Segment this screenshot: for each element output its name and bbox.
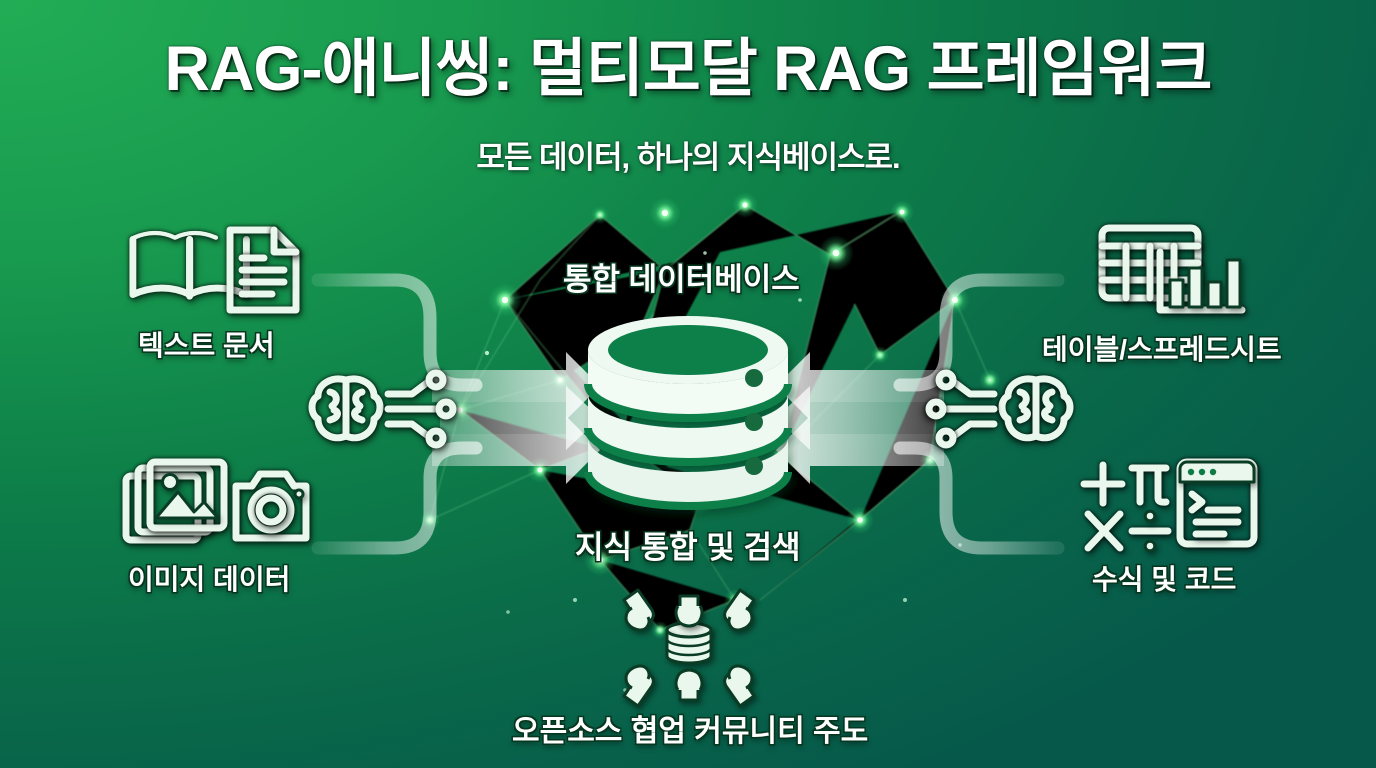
flow-arrow-right-2 <box>776 386 936 450</box>
flow-arrow-right-3 <box>776 416 944 484</box>
hand-bottom-right <box>723 664 756 708</box>
center-top-label: 통합 데이터베이스 <box>563 262 800 297</box>
processor-ai-left[interactable] <box>308 369 458 449</box>
connector-top-right <box>893 273 1065 392</box>
flow-arrows-right <box>776 352 944 484</box>
plus-icon <box>1080 461 1126 507</box>
db-status-dot <box>745 413 763 431</box>
pi-icon <box>1128 464 1170 506</box>
brain-circuit-icon <box>925 369 1074 449</box>
central-database[interactable] <box>578 310 798 530</box>
center-bottom-label: 지식 통합 및 검색 <box>575 530 801 565</box>
circuit-branches <box>384 369 457 449</box>
hand-bottom <box>674 668 704 702</box>
db-status-dot <box>745 369 763 387</box>
database-cylinder-icon <box>584 316 792 510</box>
brain-circuit-icon <box>308 369 457 449</box>
flow-arrow-left-2 <box>440 386 600 450</box>
multiply-icon <box>1084 510 1124 552</box>
hand-bottom-left <box>622 664 655 708</box>
footer-label: 오픈소스 협업 커뮤니티 주도 <box>512 715 869 748</box>
code-terminal-icon <box>1176 458 1258 548</box>
input-label-formulas-code: 수식 및 코드 <box>1092 564 1237 595</box>
input-label-text-documents: 텍스트 문서 <box>138 330 275 361</box>
document-lines-icon <box>226 226 300 314</box>
input-label-tables-spreadsheets: 테이블/스프레드시트 <box>1042 334 1282 365</box>
flow-arrow-right-1 <box>776 352 944 420</box>
spreadsheet-grid-icon <box>1098 224 1202 302</box>
page-subtitle: 모든 데이터, 하나의 지식베이스로. <box>476 140 900 175</box>
connector-top-left <box>311 273 483 392</box>
camera-icon <box>232 470 310 542</box>
processor-ai-right[interactable] <box>924 369 1074 449</box>
input-text-documents[interactable] <box>126 224 316 316</box>
divide-icon <box>1128 509 1172 553</box>
input-tables-spreadsheets[interactable] <box>1096 224 1256 316</box>
hand-top-left <box>622 588 655 632</box>
photo-stack-icon <box>122 458 228 544</box>
page-title: RAG-애니씽: 멀티모달 RAG 프레임워크 <box>164 34 1213 104</box>
circuit-branches <box>925 369 998 449</box>
db-status-dot <box>745 457 763 475</box>
collaboration-hands-icon <box>622 588 756 708</box>
input-formulas-code[interactable] <box>1078 456 1258 556</box>
mini-database-icon <box>665 621 713 665</box>
input-label-image-data: 이미지 데이터 <box>128 564 291 595</box>
bar-chart-icon <box>1156 248 1246 314</box>
footer-collaboration[interactable] <box>616 588 762 708</box>
connector-bottom-right <box>893 441 1065 555</box>
connector-bottom-left <box>311 441 483 555</box>
input-image-data[interactable] <box>120 458 316 554</box>
hand-top-right <box>723 588 756 632</box>
hand-top <box>674 594 704 628</box>
